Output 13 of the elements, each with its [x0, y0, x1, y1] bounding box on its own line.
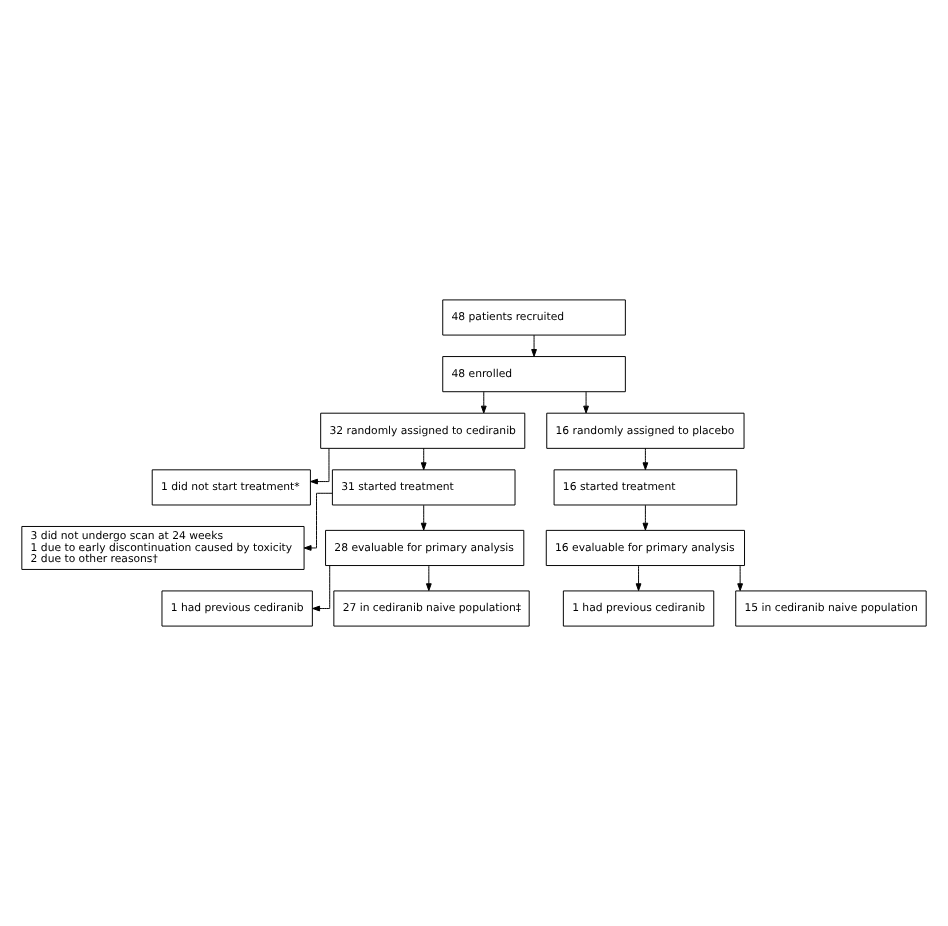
- arrow: [310, 448, 330, 485]
- arrow: [303, 492, 333, 551]
- arrow: [642, 447, 649, 471]
- arrow: [425, 565, 432, 592]
- arrow: [420, 504, 427, 531]
- arrow: [642, 504, 649, 531]
- arrow: [312, 565, 331, 612]
- arrow: [583, 391, 589, 414]
- arrow: [635, 565, 642, 592]
- arrow: [531, 334, 537, 357]
- arrow: [420, 447, 427, 471]
- arrow: [480, 391, 487, 414]
- arrow: [737, 565, 743, 592]
